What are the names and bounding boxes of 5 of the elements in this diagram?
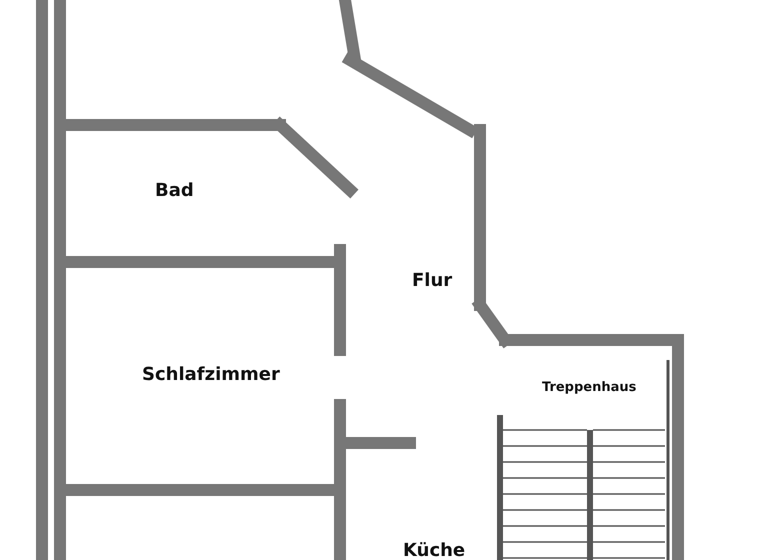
room-label: Bad (155, 180, 194, 201)
room-label: Flur (412, 270, 452, 291)
room-label: Küche (403, 540, 466, 560)
room-label: Treppenhaus (542, 380, 636, 395)
room-label: Schlafzimmer (142, 364, 280, 385)
